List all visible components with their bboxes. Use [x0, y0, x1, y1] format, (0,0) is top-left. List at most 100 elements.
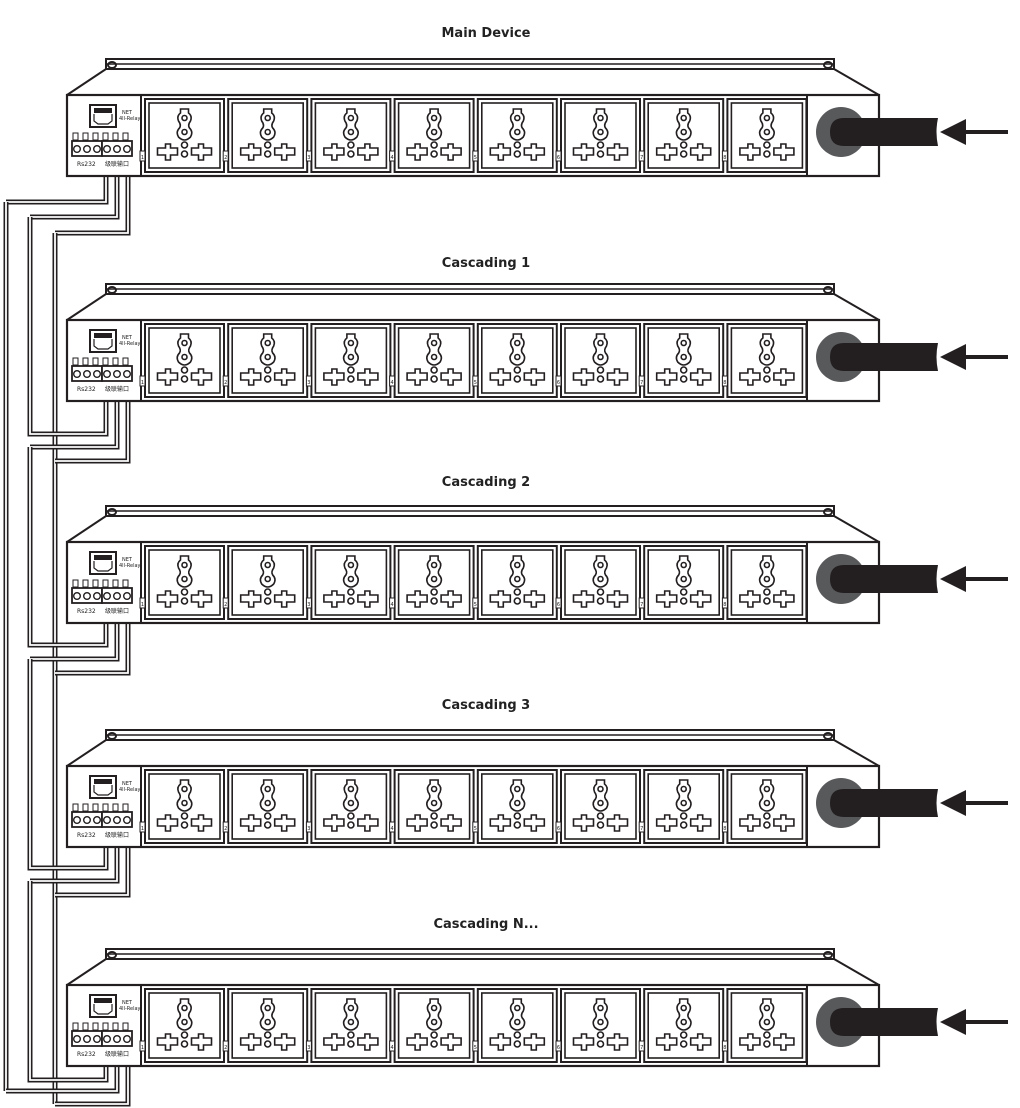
outlet-number: 4: [391, 155, 394, 161]
outlet-face: [397, 773, 471, 840]
outlet-7: 7: [638, 769, 725, 844]
outlet-4: 4: [389, 769, 475, 844]
cable-wire-core: [29, 659, 107, 869]
outlet-4: 4: [389, 323, 475, 398]
terminal-screw: [122, 592, 131, 601]
outlet-frame: [393, 98, 475, 173]
outlet-3: 3: [305, 98, 392, 173]
terminal-screw-marker: [92, 132, 99, 141]
mount-hole: [107, 732, 117, 740]
terminal-screw: [102, 144, 111, 153]
cascade-port-label: 级联输口: [105, 160, 129, 168]
terminal-screw-marker: [92, 579, 99, 588]
outlet-number: 4: [391, 380, 394, 386]
cascade-port-label: 级联输口: [105, 831, 129, 839]
outlet-number: 7: [640, 1045, 643, 1051]
outlet-number-tab: [389, 597, 396, 609]
relay-label: 4ll-Relay: [119, 787, 141, 793]
cable-wire-core: [30, 401, 118, 448]
terminal-screw-marker: [102, 579, 109, 588]
outlet-face: [647, 102, 721, 169]
outlet-face: [647, 549, 721, 616]
outlet-number: 2: [224, 602, 227, 608]
universal-socket-icon: [655, 998, 712, 1051]
outlet-2: 2: [222, 988, 309, 1063]
cable-wire-core: [55, 176, 129, 234]
outlet-frame: [560, 988, 641, 1063]
universal-socket-icon: [239, 779, 296, 832]
terminal-screw: [82, 592, 91, 601]
outlet-number: 6: [557, 826, 560, 832]
terminal-screw-marker: [82, 579, 89, 588]
outlet-4: 4: [389, 545, 475, 620]
outlet-frame: [227, 323, 309, 398]
cable-wire-core: [6, 1066, 118, 1092]
outlet-face: [231, 327, 304, 394]
outlet-frame: [144, 545, 225, 620]
mount-hole: [107, 286, 117, 294]
rs232-label: Rs232: [77, 832, 96, 839]
universal-socket-icon: [239, 998, 296, 1051]
outlet-face: [397, 327, 471, 394]
universal-socket-icon: [323, 108, 379, 161]
cable-wire-core: [29, 447, 107, 646]
power-cable: [830, 1008, 938, 1036]
outlet-number: 8: [723, 155, 726, 161]
outlet-face: [647, 327, 721, 394]
ethernet-port-latch: [94, 333, 112, 338]
terminal-screw-marker: [102, 132, 109, 141]
outlet-number-tab: [305, 150, 312, 162]
outlet-number-tab: [721, 150, 728, 162]
outlet-frame: [393, 323, 475, 398]
universal-socket-icon: [489, 333, 546, 386]
power-cable: [830, 118, 938, 146]
terminal-screw-marker: [122, 803, 129, 812]
universal-socket-icon: [739, 998, 795, 1051]
outlet-number: 7: [640, 155, 643, 161]
outlet-number: 4: [391, 1045, 394, 1051]
universal-socket-icon: [239, 555, 296, 608]
outlet-1: 1: [139, 769, 225, 844]
rs232-label: Rs232: [77, 161, 96, 168]
outlet-number-tab: [222, 597, 229, 609]
outlet-number-tab: [721, 597, 728, 609]
outlet-3: 3: [305, 769, 392, 844]
terminal-screw: [122, 816, 131, 825]
outlet-number-tab: [555, 375, 562, 387]
outlet-number: 5: [474, 602, 477, 608]
outlet-face: [148, 102, 221, 169]
outlet-face: [231, 992, 304, 1059]
terminal-screw: [72, 144, 81, 153]
terminal-screw: [112, 816, 121, 825]
outlet-number-tab: [555, 821, 562, 833]
outlet-number: 7: [640, 602, 643, 608]
outlet-face: [314, 102, 388, 169]
outlet-face: [397, 992, 471, 1059]
outlet-6: 6: [555, 98, 641, 173]
outlet-8: 8: [721, 323, 808, 398]
outlet-face: [564, 102, 637, 169]
universal-socket-icon: [489, 108, 546, 161]
outlet-number-tab: [222, 821, 229, 833]
network-label: NET: [122, 1000, 133, 1006]
rs232-label: Rs232: [77, 608, 96, 615]
terminal-screw-marker: [72, 579, 79, 588]
outlet-7: 7: [638, 545, 725, 620]
outlet-face: [480, 992, 554, 1059]
outlet-6: 6: [555, 323, 641, 398]
outlet-number-tab: [139, 150, 146, 162]
power-input: [816, 554, 1008, 604]
outlet-number-tab: [389, 375, 396, 387]
outlet-face: [647, 992, 721, 1059]
terminal-screw: [102, 1034, 111, 1043]
universal-socket-icon: [489, 779, 546, 832]
terminal-screw: [72, 816, 81, 825]
outlet-frame: [310, 323, 392, 398]
outlet-5: 5: [472, 323, 558, 398]
outlet-face: [730, 327, 804, 394]
outlet-6: 6: [555, 545, 641, 620]
outlet-number-tab: [305, 821, 312, 833]
